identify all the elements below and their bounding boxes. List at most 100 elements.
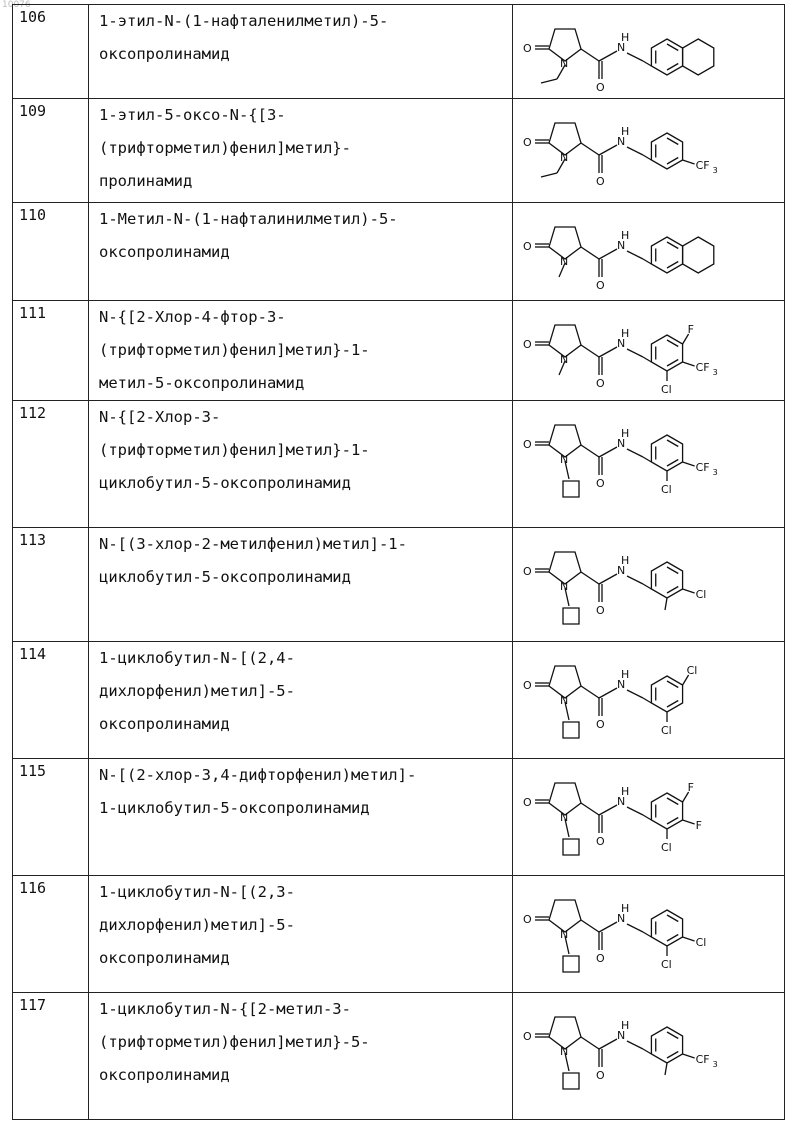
compound-name-line: оксопролинамид <box>89 708 512 741</box>
atom-label: O <box>596 835 605 848</box>
bond <box>643 584 651 589</box>
compound-name-line: (трифторметил)фенил]метил}-1- <box>89 434 512 467</box>
bond <box>643 815 651 820</box>
atom-label: O <box>523 796 532 809</box>
atom-label: O <box>596 952 605 965</box>
atom-label: 3 <box>713 166 718 175</box>
bond <box>627 807 643 815</box>
compound-name-line: N-{[2-Хлор-4-фтор-3- <box>89 301 512 334</box>
atom-label: Cl <box>661 958 672 971</box>
compound-number-cell: 113 <box>13 528 89 642</box>
atom-label: Cl <box>687 664 698 677</box>
bond <box>683 362 695 366</box>
bond <box>599 922 617 932</box>
structure-drawing: ONONHCF3Cl <box>517 405 747 522</box>
bond <box>581 803 599 815</box>
compound-name-cell: 1-этил-N-(1-нафталенилметил)-5-оксопроли… <box>89 5 513 99</box>
atom-label: N <box>560 453 568 466</box>
atom-label: CF <box>696 361 710 374</box>
bond <box>599 447 617 457</box>
atom-label: 3 <box>713 368 718 377</box>
atom-label: F <box>688 781 694 794</box>
compound-row: 1161-циклобутил-N-[(2,3-дихлорфенил)мети… <box>13 876 785 993</box>
atom-label: O <box>523 42 532 55</box>
compound-row: 111N-{[2-Хлор-4-фтор-3-(трифторметил)фен… <box>13 301 785 401</box>
bond <box>581 345 599 357</box>
bond <box>599 1039 617 1049</box>
bond <box>599 249 617 259</box>
atom-label: H <box>621 1019 629 1032</box>
compound-number-cell: 109 <box>13 99 89 203</box>
compound-name-line: пролинамид <box>89 165 512 198</box>
atom-label: 3 <box>713 468 718 477</box>
bond <box>665 1063 667 1075</box>
compound-row: 1171-циклобутил-N-{[2-метил-3-(трифторме… <box>13 993 785 1120</box>
atom-label: H <box>621 554 629 567</box>
atom-label: Cl <box>661 841 672 854</box>
atom-label: N <box>560 928 568 941</box>
compound-number-cell: 115 <box>13 759 89 876</box>
bond <box>643 155 651 160</box>
compound-name-cell: 1-Метил-N-(1-нафталинилметил)-5-оксопрол… <box>89 203 513 301</box>
bond <box>599 145 617 155</box>
bond <box>665 598 667 610</box>
structure-cell: ONONHCF3Cl <box>513 401 785 528</box>
bond <box>541 173 557 177</box>
bond <box>683 937 695 941</box>
bond <box>627 349 643 357</box>
bond <box>599 347 617 357</box>
atom-label: O <box>523 679 532 692</box>
compound-name-cell: N-{[2-Хлор-4-фтор-3-(трифторметил)фенил]… <box>89 301 513 401</box>
compound-number-cell: 111 <box>13 301 89 401</box>
atom-label: O <box>596 604 605 617</box>
compound-name-line: (трифторметил)фенил]метил}-1- <box>89 334 512 367</box>
structure-drawing: ONONHCF3FCl <box>517 305 747 393</box>
bond <box>643 259 651 264</box>
compound-name-line: (трифторметил)фенил]метил}-5- <box>89 1026 512 1059</box>
atom-label: O <box>596 377 605 390</box>
atom-label: O <box>523 1030 532 1043</box>
compound-name-line: дихлорфенил)метил]-5- <box>89 675 512 708</box>
bond <box>627 147 643 155</box>
atom-label: O <box>523 136 532 149</box>
atom-label: O <box>596 175 605 188</box>
bond <box>683 820 695 824</box>
structure-cell: ONONHClCl <box>513 876 785 993</box>
compound-name-cell: N-[(2-хлор-3,4-дифторфенил)метил]-1-цикл… <box>89 759 513 876</box>
compound-number: 106 <box>13 5 88 26</box>
compound-name-line: 1-циклобутил-5-оксопролинамид <box>89 792 512 825</box>
compound-name-cell: 1-этил-5-оксо-N-{[3-(трифторметил)фенил]… <box>89 99 513 203</box>
compound-number-cell: 110 <box>13 203 89 301</box>
atom-label: N <box>560 151 568 164</box>
bond <box>581 572 599 584</box>
compound-number: 114 <box>13 642 88 663</box>
atom-label: O <box>596 81 605 93</box>
bond <box>683 1054 695 1058</box>
compound-name-line: дихлорфенил)метил]-5- <box>89 909 512 942</box>
compound-row: 1091-этил-5-оксо-N-{[3-(трифторметил)фен… <box>13 99 785 203</box>
atom-label: 3 <box>713 1060 718 1069</box>
atom-label: O <box>523 240 532 253</box>
compound-name-line: 1-Метил-N-(1-нафталинилметил)-5- <box>89 203 512 236</box>
compound-number: 117 <box>13 993 88 1014</box>
compound-row: 1101-Метил-N-(1-нафталинилметил)-5-оксоп… <box>13 203 785 301</box>
compound-number: 111 <box>13 301 88 322</box>
compound-number-cell: 112 <box>13 401 89 528</box>
bond <box>599 51 617 61</box>
bond <box>581 1037 599 1049</box>
compound-name-line: циклобутил-5-оксопролинамид <box>89 561 512 594</box>
atom-label: O <box>523 438 532 451</box>
atom-label: CF <box>696 159 710 172</box>
bond <box>643 1049 651 1054</box>
atom-label: H <box>621 902 629 915</box>
compound-number-cell: 117 <box>13 993 89 1120</box>
compound-number: 116 <box>13 876 88 897</box>
structure-drawing: ONONHClCl <box>517 646 747 753</box>
compound-number: 113 <box>13 528 88 549</box>
cyclobutyl-ring <box>563 608 579 624</box>
cyclobutyl-ring <box>563 839 579 855</box>
structure-drawing: ONONHClCl <box>517 880 747 987</box>
compound-name-line: N-[(2-хлор-3,4-дифторфенил)метил]- <box>89 759 512 792</box>
bond <box>581 49 599 61</box>
structure-drawing: ONONHCl <box>517 532 747 636</box>
